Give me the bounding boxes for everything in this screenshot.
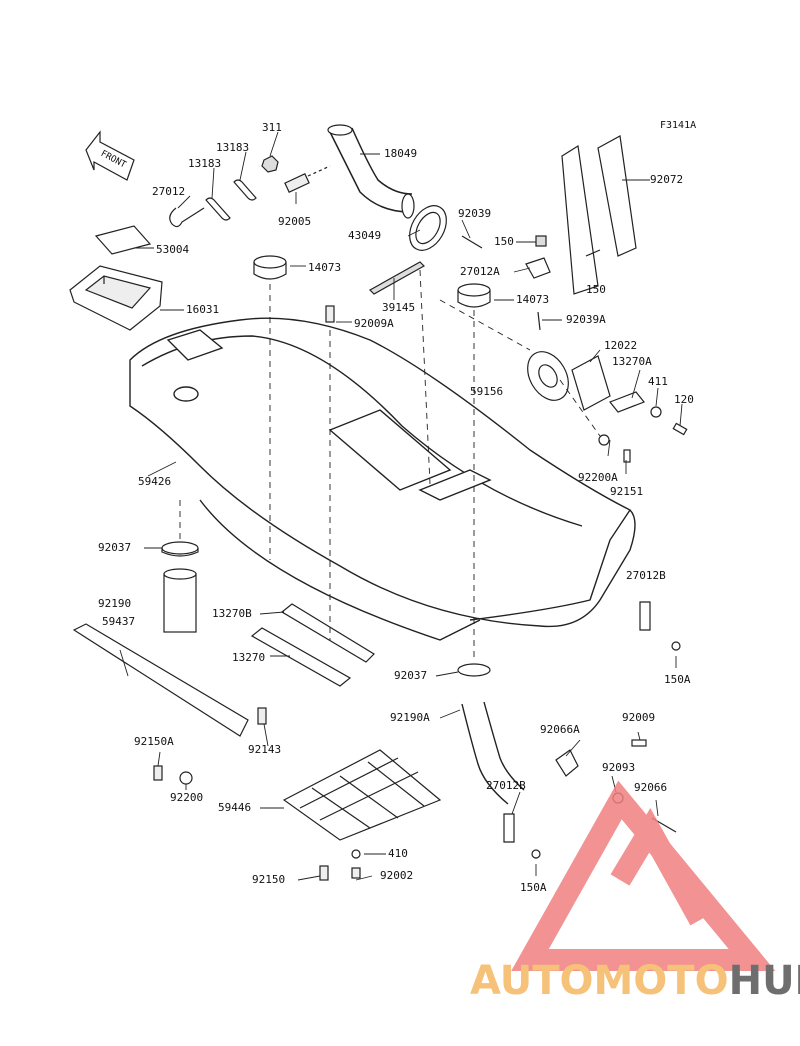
part-label: 120 [674,393,694,406]
part-label: 92200 [170,791,204,804]
part-label: 27012B [486,779,526,792]
part-label: 92039 [458,207,492,220]
figure-code: F3141A [660,120,697,131]
part-grate-59446 [282,749,442,841]
part-label: 311 [262,121,282,134]
part-label: 92190 [98,597,132,610]
part-label: 13270 [232,651,266,664]
part-label: 92066 [634,781,668,794]
part-label: 150 [494,235,514,248]
part-label: 92200A [578,471,618,484]
part-bracket-92072 [561,135,637,295]
part-label: 411 [648,375,668,388]
part-label: 92037 [98,541,132,554]
watermark-part1: AUTOMOTO [470,958,729,1004]
part-cap-14073-a [253,255,287,280]
part-label: 59437 [102,615,136,628]
part-label: 92037 [394,669,428,682]
watermark-logo-icon [511,780,776,971]
part-label: 59426 [138,475,172,488]
part-label: 92072 [650,173,684,186]
part-label: 92093 [602,761,636,774]
front-arrow-icon: FRONT [85,130,135,181]
part-label: 27012A [460,265,500,278]
part-fitting-92005 [284,165,331,193]
part-tray-16031 [69,265,163,331]
part-label: 92143 [248,743,282,756]
part-label: 92066A [540,723,580,736]
part-label: 14073 [308,261,342,274]
part-label: 18049 [384,147,418,160]
part-label: 13270A [612,355,652,368]
part-label: 92150A [134,735,174,748]
watermark-text: AUTOMOTOHUB [470,958,800,1004]
part-label: 150 [586,283,606,296]
part-label: 59446 [218,801,252,814]
part-label: 27012 [152,185,186,198]
part-label: 92005 [278,215,312,228]
part-label: 39145 [382,301,416,314]
part-label: 92190A [390,711,430,724]
part-label: 92009A [354,317,394,330]
part-label: 13183 [188,157,222,170]
part-label: 13270B [212,607,252,620]
part-label: 410 [388,847,408,860]
part-label: 92039A [566,313,606,326]
part-label: 14073 [516,293,550,306]
part-label: 53004 [156,243,190,256]
part-label: 59156 [470,385,504,398]
watermark-part2: HUB [728,958,800,1004]
part-label: 12022 [604,339,638,352]
part-label: 16031 [186,303,220,316]
part-label: 92151 [610,485,644,498]
part-cap-14073-b [457,283,491,308]
part-label: 27012B [626,569,666,582]
part-label: 92009 [622,711,656,724]
part-label: 150A [520,881,547,894]
part-label: 43049 [348,229,382,242]
part-label: 92150 [252,873,286,886]
part-hose-18049 [327,124,415,219]
part-label: 13183 [216,141,250,154]
hull-59426 [129,317,636,641]
part-label: 150A [664,673,691,686]
part-label: 92002 [380,869,414,882]
